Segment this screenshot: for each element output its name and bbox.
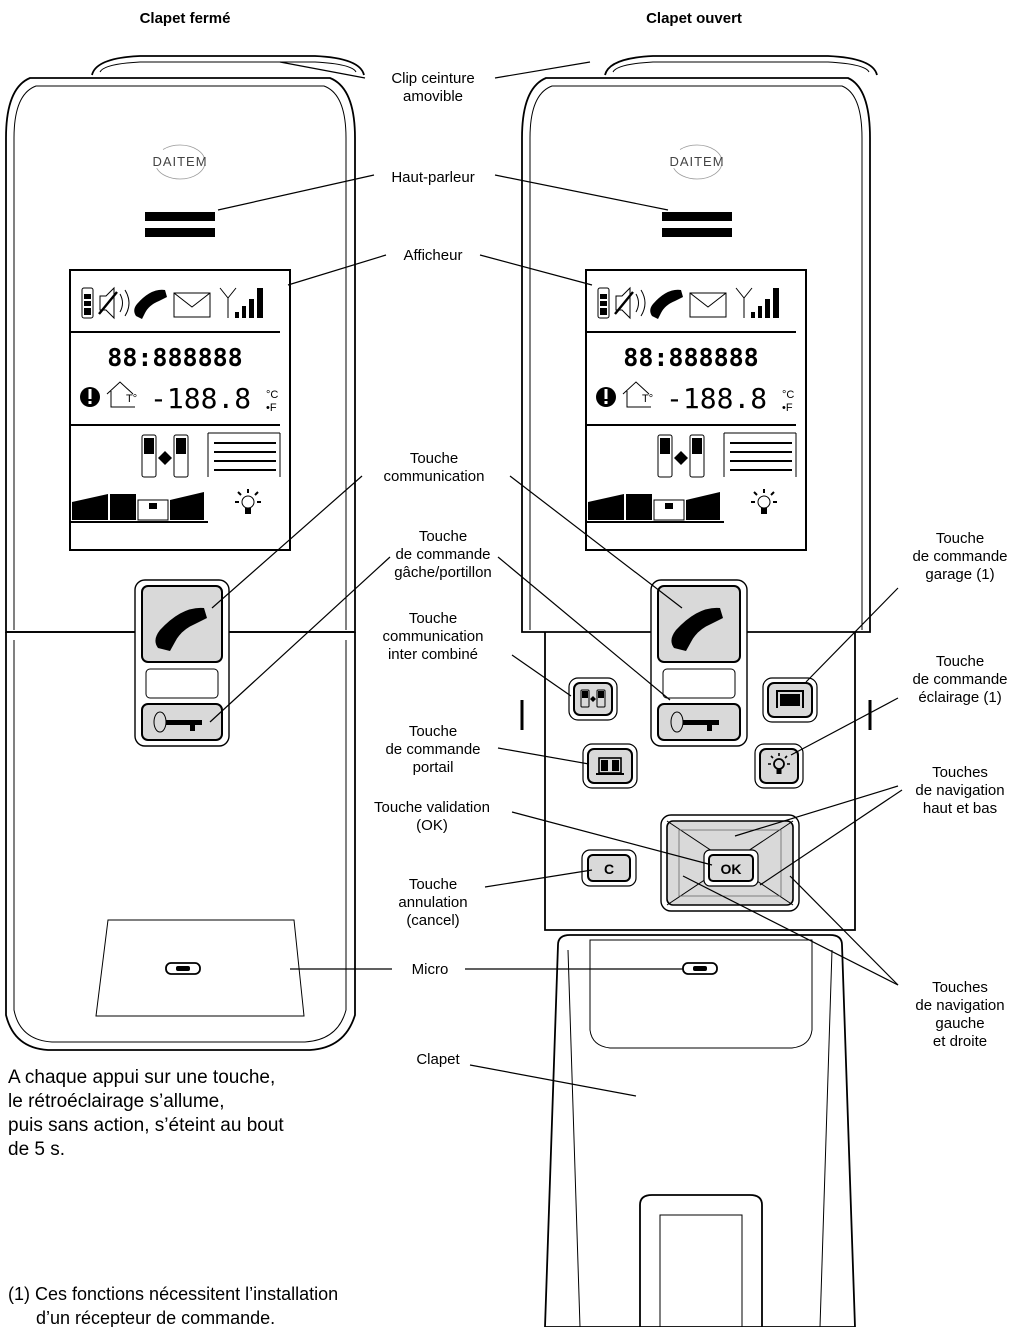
handset-open: DAITEM 88:888888 T° -188.8 °C •F (520, 55, 878, 1327)
lcd-display-open: 88:888888 T° -188.8 °C •F (584, 269, 807, 551)
lcd-display: 88:888888 T° -188.8 °C •F (68, 269, 291, 551)
title-closed: Clapet fermé (140, 10, 231, 27)
handset-closed: DAITEM 88:888888 T° -188.8 °C •F (5, 55, 365, 1051)
ok-button[interactable] (708, 854, 754, 882)
label-speaker: Haut-parleur (391, 169, 474, 186)
lcd-unit-c: °C (266, 389, 278, 401)
lcd-digits: 88:888888 (107, 343, 242, 372)
ok-button-label: OK (721, 861, 742, 877)
svg-text:T°: T° (642, 393, 653, 405)
brand-logo (154, 144, 206, 180)
phone-icon (155, 607, 207, 651)
lcd-house-label: T° (126, 393, 137, 405)
intercom-icon (580, 689, 606, 708)
label-display: Afficheur (404, 247, 463, 264)
label-validation: Touche validation(OK) (374, 799, 490, 834)
phone-icon-open (671, 607, 723, 651)
brand-name: DAITEM (152, 154, 207, 169)
svg-text:-188.8: -188.8 (666, 382, 767, 415)
footnote: (1) Ces fonctions nécessitent l’installa… (8, 1284, 343, 1327)
lamp-icon (768, 753, 790, 774)
key-icon-open (670, 711, 719, 733)
brand-name-open: DAITEM (669, 154, 724, 169)
svg-text:•F: •F (782, 402, 793, 414)
label-micro: Micro (412, 961, 449, 978)
leader-lines (209, 61, 903, 1097)
svg-text:88:888888: 88:888888 (623, 343, 758, 372)
garage-icon (776, 690, 804, 708)
title-open: Clapet ouvert (646, 10, 742, 27)
speaker-grille (145, 212, 215, 221)
cancel-button-label: C (604, 861, 614, 877)
lighting-button[interactable] (759, 748, 799, 784)
svg-text:°C: °C (782, 389, 794, 401)
lcd-unit-f: •F (266, 402, 277, 414)
lcd-temperature: -188.8 (150, 382, 251, 415)
key-icon (153, 711, 202, 733)
gate-button[interactable] (587, 748, 633, 784)
backlight-note: A chaque appui sur une touche, le rétroé… (8, 1067, 289, 1160)
cancel-button[interactable] (587, 854, 631, 882)
gate-icon (596, 757, 624, 775)
label-flap: Clapet (416, 1051, 460, 1068)
